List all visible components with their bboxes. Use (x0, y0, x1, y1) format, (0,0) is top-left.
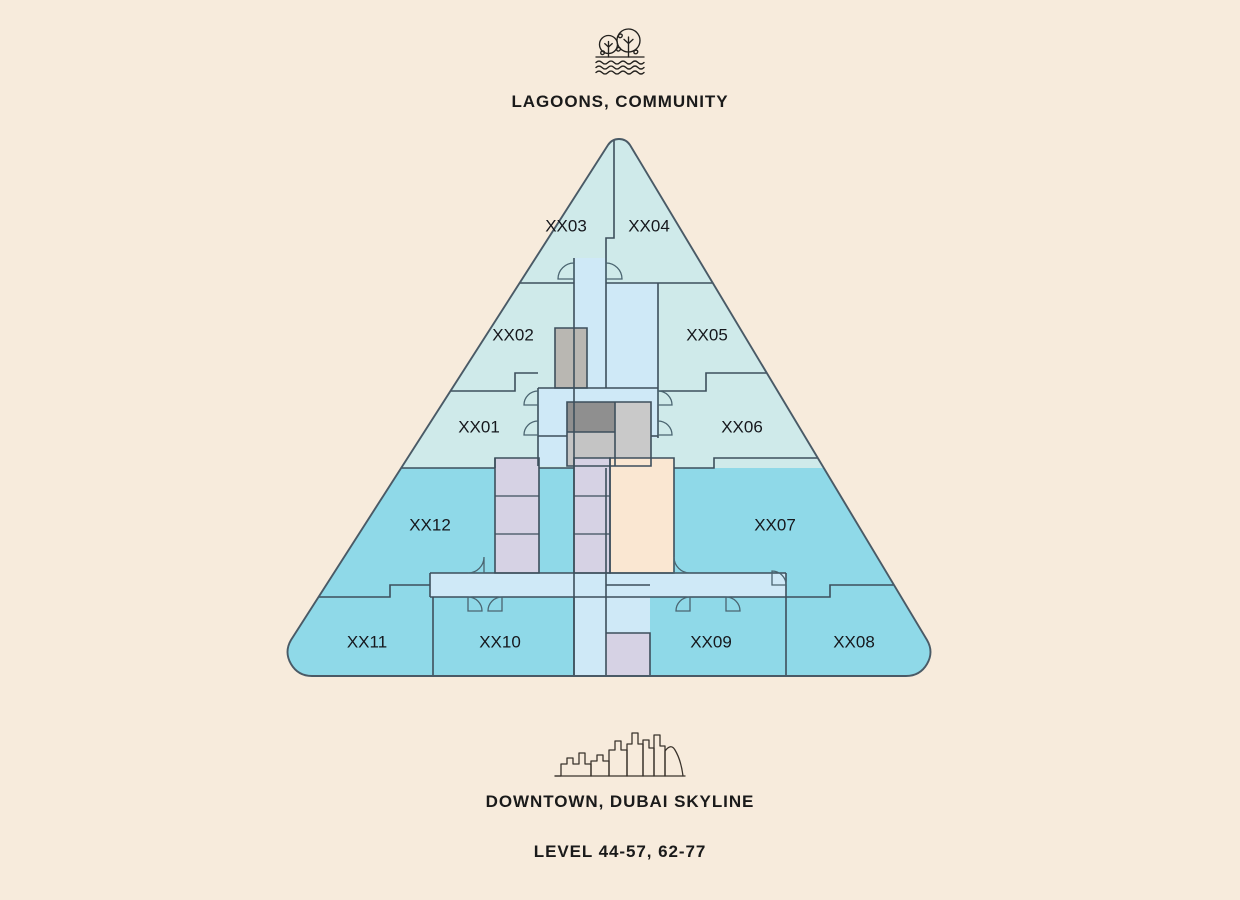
plate-outline (286, 138, 932, 677)
unit-label-xx05: XX05 (686, 325, 728, 344)
stair-south (606, 633, 650, 676)
lagoon-trees-water-icon (595, 28, 645, 75)
unit-label-xx02: XX02 (492, 325, 534, 344)
door-arc-xx10 (487, 596, 503, 612)
unit-label-xx12: XX12 (409, 515, 451, 534)
unit-label-xx01: XX01 (458, 417, 500, 436)
unit-label-xx10: XX10 (479, 632, 521, 651)
level-label: LEVEL 44-57, 62-77 (533, 842, 707, 861)
bottom-marker-label: DOWNTOWN, DUBAI SKYLINE (485, 792, 755, 811)
floor-plan-svg: XX01 XX02 XX03 XX04 XX05 XX06 XX07 XX08 … (286, 138, 932, 677)
service-riser-core (615, 402, 651, 466)
elevator-shaft-primary (567, 402, 615, 432)
top-marker-label: LAGOONS, COMMUNITY (511, 92, 729, 111)
door-arc-north-east (605, 262, 623, 280)
door-arc-lobby-east (657, 390, 673, 406)
unit-label-xx09: XX09 (690, 632, 732, 651)
shaft-upper-left (555, 328, 587, 388)
unit-label-xx03: XX03 (545, 216, 587, 235)
door-arc-xx12 (467, 556, 485, 574)
door-arc-corridor-east (771, 570, 787, 586)
door-arc-north-west (557, 262, 575, 280)
unit-label-xx04: XX04 (628, 216, 670, 235)
stair-center (574, 458, 610, 573)
door-arc-xx07 (673, 556, 691, 574)
door-arc-xx11 (467, 596, 483, 612)
door-arc-xx09 (675, 596, 691, 612)
stair-west (495, 458, 539, 573)
door-arc-lobby-west (523, 390, 539, 406)
door-arc-lobby-east-2 (657, 420, 673, 436)
door-swings (467, 262, 787, 612)
city-skyline-icon (554, 732, 686, 777)
plan-interior (287, 139, 931, 676)
unit-label-xx11: XX11 (347, 632, 387, 651)
door-arc-xx08 (725, 596, 741, 612)
floor-plan: XX01 XX02 XX03 XX04 XX05 XX06 XX07 XX08 … (260, 128, 980, 708)
corridor-pocket-right (606, 283, 658, 391)
unit-label-xx06: XX06 (721, 417, 763, 436)
unit-label-xx08: XX08 (833, 632, 875, 651)
unit-label-xx07: XX07 (754, 515, 796, 534)
top-context-marker: LAGOONS, COMMUNITY (511, 26, 728, 112)
bottom-context-marker: DOWNTOWN, DUBAI SKYLINE (486, 728, 755, 812)
door-arc-lobby-west-2 (523, 420, 539, 436)
service-room-central (610, 458, 674, 573)
corridor-core-left (538, 388, 570, 466)
